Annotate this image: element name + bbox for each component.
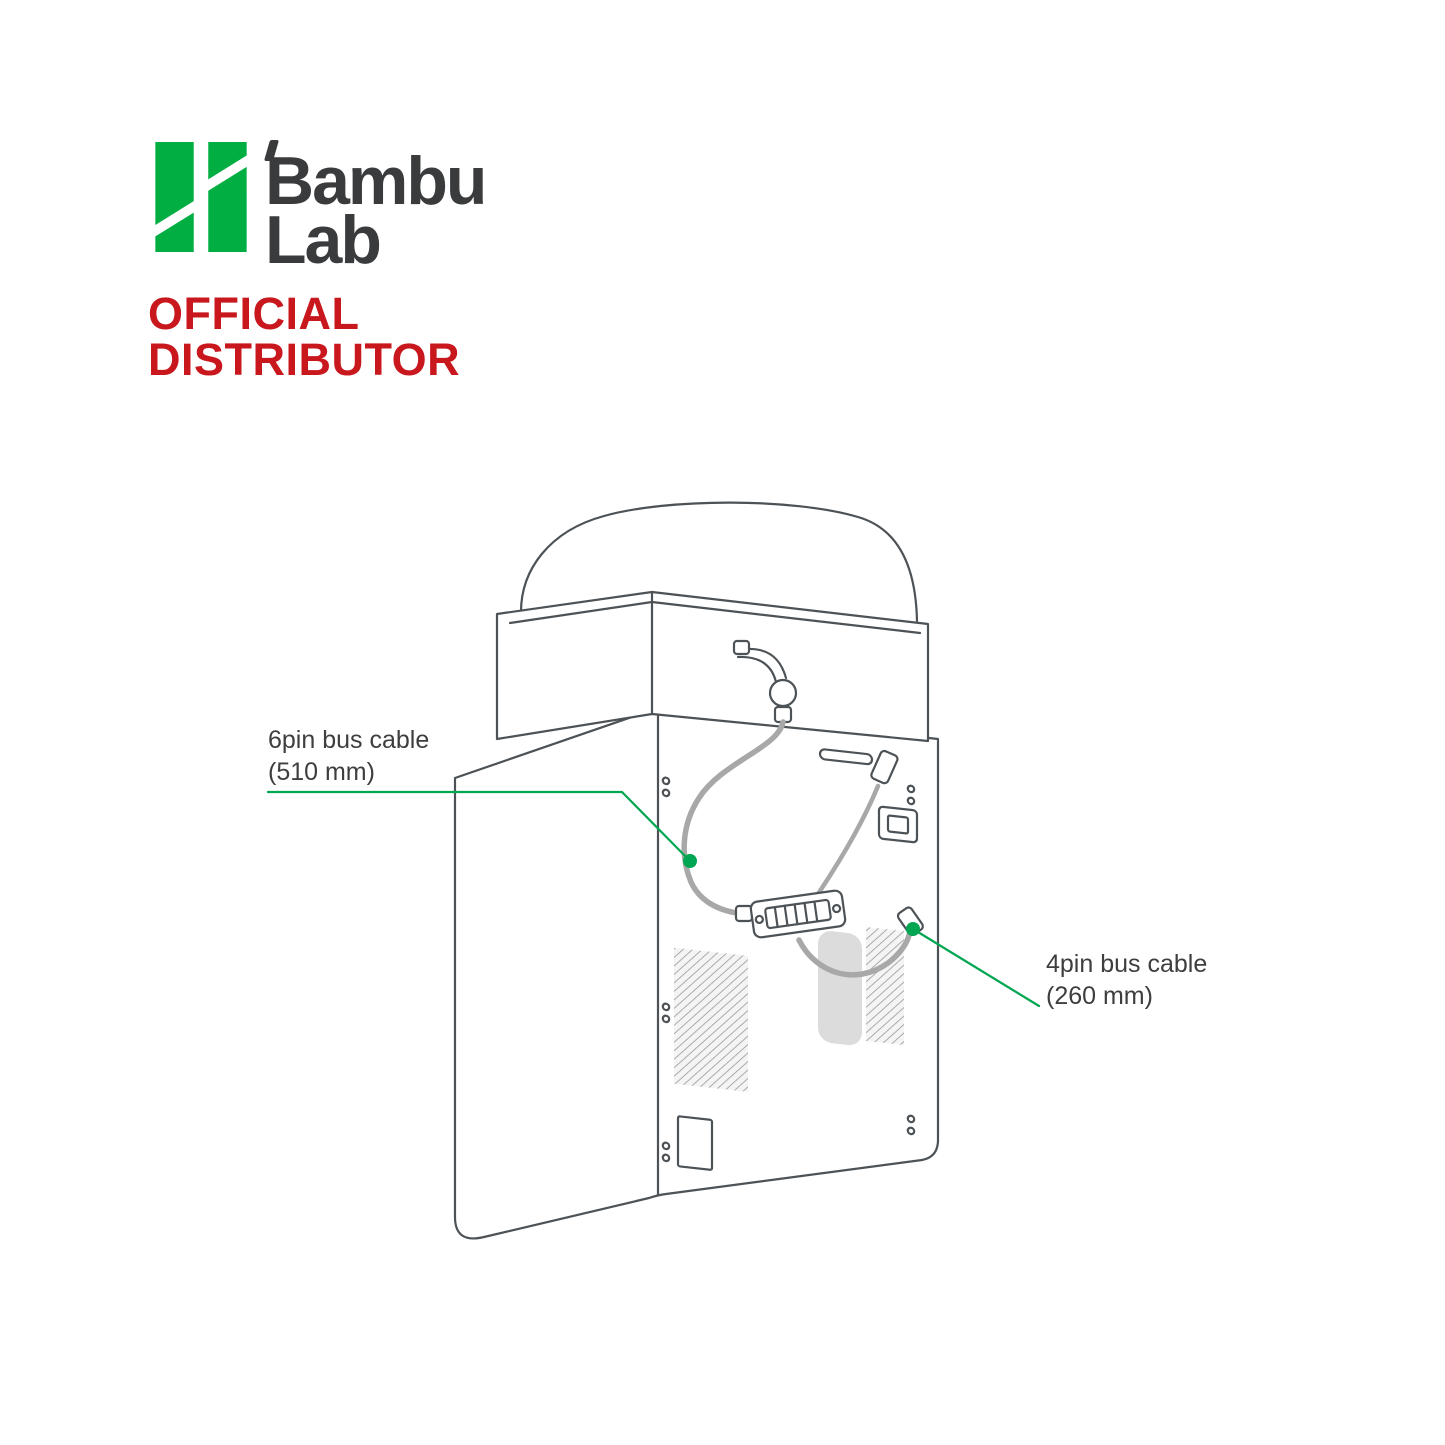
- leader-lines: [266, 790, 1041, 1008]
- hub-port: [732, 639, 751, 656]
- connection-dot-6pin: [683, 854, 697, 868]
- cable-upper: [815, 783, 881, 897]
- label-6pin-line2: (510 mm): [268, 758, 375, 786]
- cable-hub: [768, 678, 798, 708]
- serial-label: [676, 1115, 714, 1171]
- ams-base-inner-rim: [508, 600, 922, 635]
- label-4pin-line1: 4pin bus cable: [1046, 950, 1208, 978]
- hub-stem-inner: [736, 655, 778, 684]
- connector-block: [749, 889, 847, 939]
- ams-dome: [519, 501, 919, 623]
- brand-wordmark: Bambu Lab: [263, 140, 487, 279]
- distributor-line1: OFFICIAL: [148, 288, 360, 339]
- power-socket-inner: [886, 814, 910, 835]
- leader-4pin: [911, 927, 1041, 1008]
- brand-name-line2: Lab: [265, 202, 382, 279]
- brand-block: Bambu Lab: [155, 140, 487, 279]
- leader-6pin: [266, 790, 692, 863]
- distributor-line2: DISTRIBUTOR: [148, 333, 461, 385]
- distributor-banner: OFFICIAL DISTRIBUTOR: [148, 291, 460, 383]
- cable-6pin: [681, 719, 786, 917]
- label-6pin-cable: 6pin bus cable (510 mm): [268, 724, 429, 788]
- back-panel-details: [661, 748, 919, 1171]
- panel-cover: [818, 931, 862, 1046]
- vent-right: [866, 926, 904, 1046]
- label-4pin-line2: (260 mm): [1046, 982, 1153, 1010]
- label-4pin-cable: 4pin bus cable (260 mm): [1046, 948, 1207, 1012]
- cable-slot: [818, 748, 874, 766]
- hub-stem-outer: [745, 647, 788, 680]
- upper-plug: [870, 749, 899, 785]
- vent-left: [674, 947, 748, 1092]
- bambu-logo-icon: [155, 142, 247, 252]
- connection-dot-4pin: [906, 922, 920, 936]
- screw-holes: [661, 776, 916, 1163]
- label-6pin-line1: 6pin bus cable: [268, 726, 430, 754]
- brand-name-line1: Bambu: [265, 143, 487, 219]
- cable-4pin: [796, 928, 913, 978]
- block-tail: [734, 904, 754, 923]
